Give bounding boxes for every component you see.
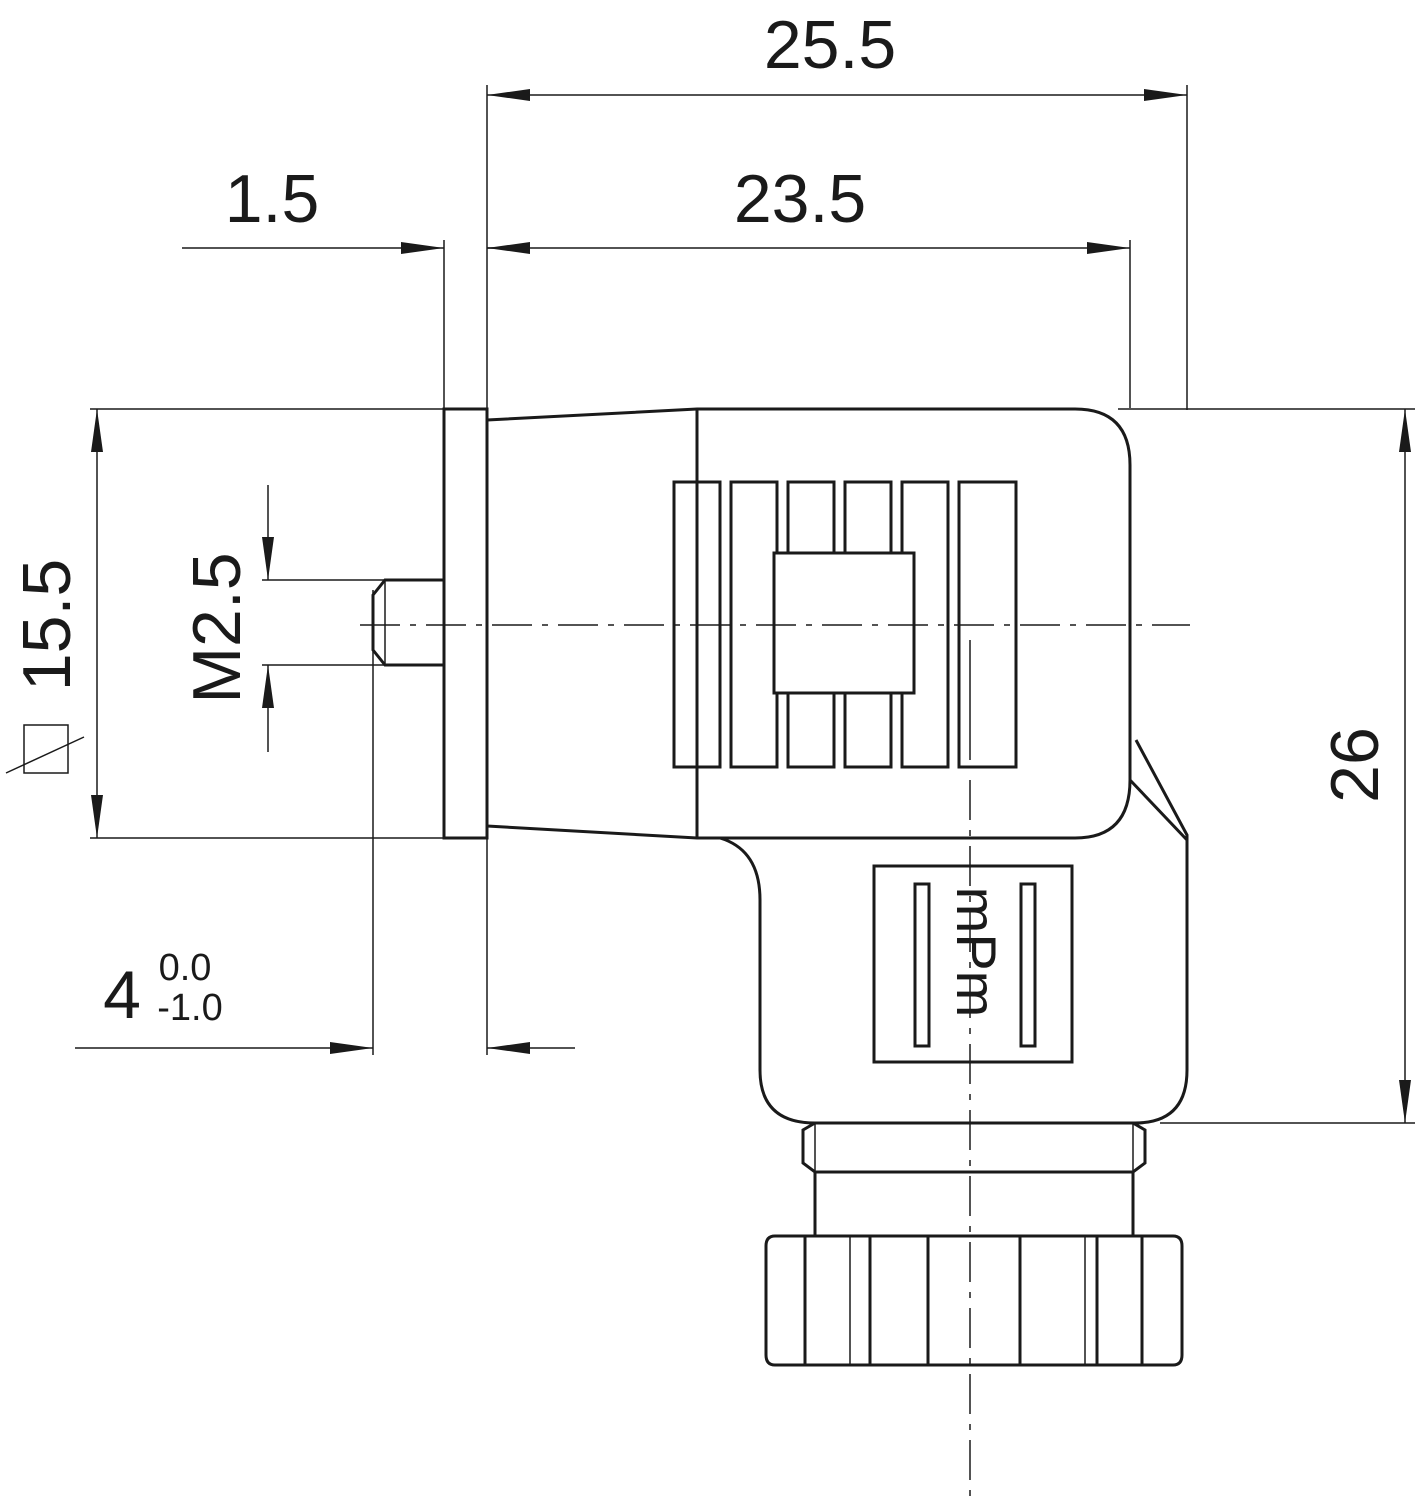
dim-housing-width-label: 23.5 bbox=[734, 161, 866, 237]
dim-tolerance-upper: 0.0 bbox=[159, 947, 212, 989]
gland-nut bbox=[764, 1234, 1184, 1367]
brand-marking: mPm bbox=[945, 887, 1008, 1018]
square-symbol-icon bbox=[5, 724, 85, 774]
dim-height: 26 bbox=[1118, 408, 1415, 1124]
screw bbox=[371, 578, 444, 667]
dim-screw-thread-label: M2.5 bbox=[179, 552, 255, 703]
dim-square-label: 15.5 bbox=[9, 559, 85, 691]
dim-flange-thickness: 1.5 bbox=[182, 161, 520, 410]
dim-height-label: 26 bbox=[1317, 727, 1393, 803]
housing-lower bbox=[697, 739, 1189, 1125]
flange-plate bbox=[442, 407, 489, 840]
brand-panel: mPm bbox=[872, 864, 1074, 1064]
dim-housing-width: 23.5 bbox=[487, 161, 1131, 408]
dim-overall-width: 25.5 bbox=[486, 7, 1188, 410]
dim-screw-length-label: 4 bbox=[103, 957, 141, 1033]
dim-overall-width-label: 25.5 bbox=[764, 7, 896, 83]
dim-tolerance-lower: -1.0 bbox=[157, 987, 222, 1029]
dim-square: 15.5 bbox=[5, 408, 444, 839]
dim-screw-length: 4 0.0 -1.0 bbox=[75, 590, 575, 1055]
dim-flange-thickness-label: 1.5 bbox=[225, 161, 320, 237]
cable-neck bbox=[801, 1121, 1147, 1236]
dim-screw-thread: M2.5 bbox=[179, 485, 444, 752]
